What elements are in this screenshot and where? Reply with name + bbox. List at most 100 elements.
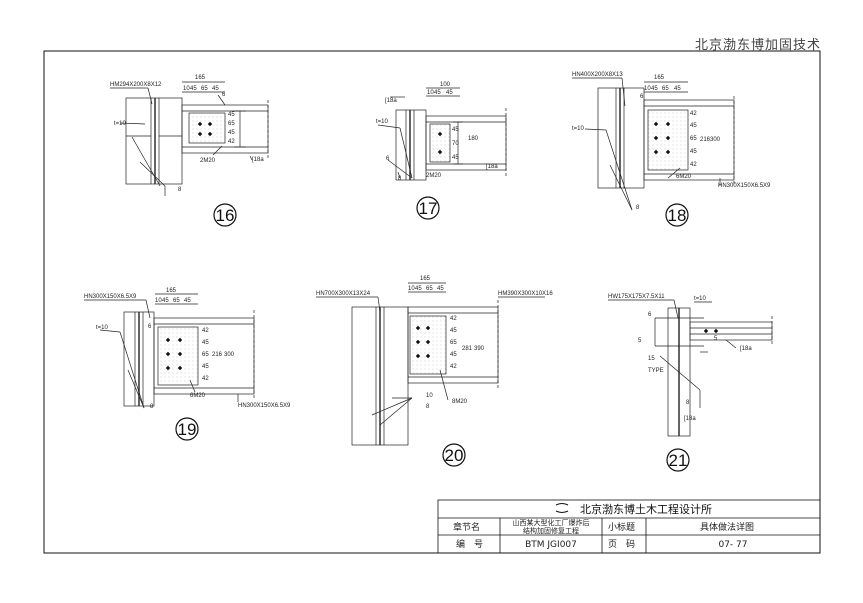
detail-17-labels: 100 10 45 45 45 70 45 180 2M20 t=10 6 8 … (376, 82, 498, 182)
svg-text:TYPE: TYPE (648, 368, 664, 374)
svg-text:45: 45 (674, 86, 681, 92)
svg-text:65: 65 (201, 86, 208, 92)
svg-text:65: 65 (228, 121, 235, 127)
svg-text:42: 42 (690, 111, 697, 117)
svg-text:180: 180 (468, 136, 479, 142)
detail-16-number: 16 (216, 206, 235, 225)
svg-text:165: 165 (166, 288, 177, 294)
svg-text:45: 45 (202, 340, 209, 346)
svg-text:HN300X150X6.5X9: HN300X150X6.5X9 (238, 403, 291, 409)
detail-18-labels: HN400X200X8X13 165 10 45 65 45 42 45 65 … (572, 72, 771, 211)
detail-20-marker (442, 443, 466, 467)
title-block (437, 499, 821, 554)
detail-19-labels: HN300X150X6.5X9 165 10 45 65 45 42 45 65… (84, 288, 291, 410)
detail-17 (377, 87, 507, 181)
svg-text:10: 10 (183, 86, 190, 92)
svg-text:390: 390 (474, 346, 485, 352)
svg-text:2M20: 2M20 (426, 173, 442, 179)
svg-text:5: 5 (638, 338, 642, 344)
svg-text:45: 45 (415, 286, 422, 292)
detail-17-marker (416, 196, 440, 220)
title-block-page-label: 页 码 (608, 539, 635, 550)
detail-19-marker (175, 417, 199, 441)
svg-text:t=10: t=10 (376, 119, 389, 125)
svg-text:t=10: t=10 (114, 121, 127, 127)
detail-16-marker (213, 203, 237, 227)
detail-19 (84, 293, 255, 409)
svg-text:HN300X150X6.5X9: HN300X150X6.5X9 (718, 183, 771, 189)
svg-text:6: 6 (148, 324, 152, 330)
detail-16-member-label: HM294X200X8X12 (110, 82, 162, 88)
svg-text:300: 300 (224, 352, 235, 358)
svg-text:165: 165 (195, 75, 206, 81)
svg-text:[18a: [18a (252, 157, 264, 163)
svg-text:165: 165 (654, 75, 665, 81)
svg-text:65: 65 (202, 352, 209, 358)
svg-text:45: 45 (690, 123, 697, 129)
svg-text:HN700X300X13X24: HN700X300X13X24 (316, 291, 371, 297)
svg-text:t=10: t=10 (96, 325, 109, 331)
svg-text:281: 281 (462, 346, 473, 352)
svg-text:42: 42 (450, 316, 457, 322)
detail-18-number: 18 (668, 206, 687, 225)
detail-21-number: 21 (669, 451, 688, 470)
detail-21-labels: HW175X175X7.5X11 t=10 6 8 15 TYPE 5 5 [1… (608, 294, 752, 422)
svg-text:45: 45 (690, 149, 697, 155)
svg-text:65: 65 (426, 286, 433, 292)
detail-21 (608, 299, 773, 437)
svg-text:HW175X175X7.5X11: HW175X175X7.5X11 (608, 294, 665, 300)
title-block-sub-value: 具体做法详图 (700, 521, 754, 533)
detail-17-number: 17 (419, 199, 438, 218)
svg-text:45: 45 (212, 86, 219, 92)
svg-text:8: 8 (150, 404, 154, 410)
svg-text:65: 65 (662, 86, 669, 92)
svg-text:42: 42 (450, 364, 457, 370)
svg-text:HN400X200X8X13: HN400X200X8X13 (572, 72, 623, 78)
svg-text:10: 10 (644, 86, 651, 92)
detail-16 (110, 81, 269, 196)
svg-text:45: 45 (184, 298, 191, 304)
title-block-page-value: 07- 77 (718, 540, 747, 550)
svg-text:70: 70 (452, 141, 459, 147)
title-block-row2-label: 编 号 (456, 538, 483, 550)
brand-header: 北京渤东博加固技术 (694, 38, 821, 53)
svg-text:6: 6 (640, 94, 644, 100)
svg-text:45: 45 (651, 86, 658, 92)
svg-text:10: 10 (408, 286, 415, 292)
svg-text:65: 65 (690, 136, 697, 142)
svg-text:216: 216 (700, 137, 711, 143)
title-block-project-line1: 山西某大型化工厂爆炸后 (513, 518, 590, 527)
svg-text:65: 65 (173, 298, 180, 304)
svg-text:8: 8 (426, 404, 430, 410)
detail-18 (572, 77, 735, 211)
svg-text:10: 10 (155, 298, 162, 304)
svg-text:100: 100 (440, 82, 451, 88)
svg-text:65: 65 (450, 340, 457, 346)
svg-text:45: 45 (452, 127, 459, 133)
svg-text:6: 6 (648, 312, 652, 318)
svg-text:8: 8 (636, 205, 640, 211)
svg-text:[18a: [18a (486, 164, 498, 170)
detail-20-labels: HN700X300X13X24 165 10 45 65 45 42 45 65… (316, 276, 553, 410)
svg-text:45: 45 (162, 298, 169, 304)
svg-text:45: 45 (437, 286, 444, 292)
svg-text:45: 45 (446, 90, 453, 96)
svg-text:6M20: 6M20 (676, 174, 692, 180)
svg-text:45: 45 (452, 155, 459, 161)
detail-16-bolt-label: 2M20 (200, 158, 216, 164)
sheet-frame (43, 50, 821, 554)
svg-text:10: 10 (427, 90, 434, 96)
detail-18-marker (665, 203, 689, 227)
svg-text:[18a: [18a (740, 346, 752, 352)
svg-text:8M20: 8M20 (452, 399, 468, 405)
svg-text:t=10: t=10 (694, 296, 707, 302)
svg-text:165: 165 (420, 276, 431, 282)
svg-text:45: 45 (190, 86, 197, 92)
svg-text:t=10: t=10 (572, 126, 585, 132)
svg-text:6: 6 (222, 92, 226, 98)
title-block-drawing-number: BTM JGI007 (525, 540, 577, 550)
detail-19-number: 19 (178, 420, 197, 439)
title-block-sub-label: 小标题 (608, 521, 635, 533)
title-block-project-line2: 结构加固修复工程 (523, 526, 579, 535)
svg-text:42: 42 (202, 376, 209, 382)
